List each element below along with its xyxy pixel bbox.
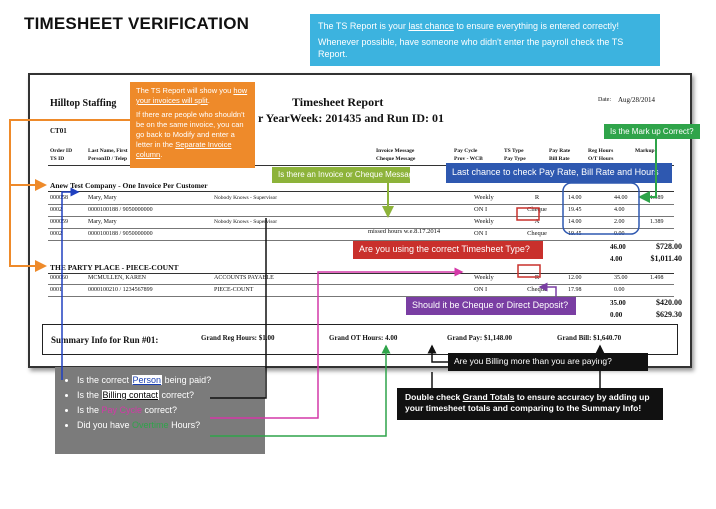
date-value: Aug/28/2014: [618, 96, 655, 104]
ts-type-highlight-1: [516, 207, 540, 221]
cheque-callout: Should it be Cheque or Direct Deposit?: [406, 297, 576, 315]
billing-more-callout: Are you Billing more than you are paying…: [448, 353, 648, 371]
summary-box: Summary Info for Run #01: Grand Reg Hour…: [42, 324, 678, 355]
report-code: CT01: [50, 127, 67, 135]
row-divider: [48, 228, 674, 229]
grand-reg-hours: Grand Reg Hours: $1.00: [201, 334, 275, 342]
row-divider: [48, 240, 674, 241]
grand-totals-callout: Double check Grand Totals to ensure accu…: [397, 388, 663, 420]
section-divider: [48, 273, 674, 274]
grand-pay: Grand Pay: $1,148.00: [447, 334, 512, 342]
section1-amount-totals: $728.00$1,011.40: [650, 242, 682, 263]
report-title: Timesheet Report: [292, 95, 384, 109]
row-divider: [48, 296, 674, 297]
checklist-item: Is the Pay Cycle correct?: [77, 405, 257, 415]
header-divider: [48, 165, 674, 166]
timesheet-type-callout: Are you using the correct Timesheet Type…: [353, 241, 543, 259]
callout-text: to ensure everything is entered correctl…: [453, 21, 619, 31]
orange-arrow-section1: [9, 119, 130, 191]
callout-text: to ensure accuracy by adding up your tim…: [405, 392, 650, 413]
date-label: Date:: [598, 97, 611, 103]
green-ot-arrow: [210, 344, 391, 437]
callout-text: Whenever possible, have someone who didn…: [318, 37, 624, 59]
callout-text: If there are people who shouldn't be on …: [136, 110, 245, 149]
report-subtitle: r YearWeek: 201435 and Run ID: 01: [258, 111, 445, 125]
pay-rate-callout: Last chance to check Pay Rate, Bill Rate…: [446, 163, 672, 183]
grand-ot-hours: Grand OT Hours: 4.00: [329, 334, 398, 342]
section-title: THE PARTY PLACE - PIECE-COUNT: [50, 263, 179, 272]
callout-text: The TS Report is your: [318, 21, 409, 31]
callout-emphasis: Separate Invoice column: [136, 140, 232, 159]
company-name: Hilltop Staffing: [50, 98, 117, 109]
summary-label: Summary Info for Run #01:: [51, 335, 159, 345]
row-message: missed hours w.e.8.17.2014: [368, 228, 441, 235]
row-divider: [48, 216, 674, 217]
black-billing-arrow: [427, 344, 448, 363]
checklist-item: Did you have Overtime Hours?: [77, 420, 257, 430]
grand-bill: Grand Bill: $1,640.70: [557, 334, 622, 342]
callout-emphasis: last chance: [408, 21, 454, 31]
checklist-item: Is the Billing contact correct?: [77, 390, 257, 400]
purple-cheque-arrow: [538, 282, 557, 297]
row-divider: [48, 284, 674, 285]
pink-cycle-arrow: [210, 267, 464, 419]
col-header-markup: Markup: [635, 148, 655, 154]
section-title: Anew Test Company - One Invoice Per Cust…: [50, 181, 208, 190]
callout-text: The TS Report will show you: [136, 86, 234, 95]
page-title: TIMESHEET VERIFICATION: [24, 14, 250, 33]
row-divider: [48, 204, 674, 205]
orange-arrow-section2: [9, 185, 47, 272]
callout-emphasis: how your invoices will split: [136, 86, 248, 105]
section-divider: [48, 191, 674, 192]
callout-text: .: [160, 150, 163, 159]
callout-text: Double check: [405, 392, 463, 402]
checklist-item: Is the correct Person being paid?: [77, 375, 257, 385]
callout-emphasis: Grand Totals: [462, 392, 515, 402]
last-chance-callout: The TS Report is your last chance to ens…: [310, 14, 660, 66]
row-markup: 1.498: [650, 275, 664, 281]
markup-callout: Is the Mark up Correct?: [604, 124, 700, 139]
black-contact-arrow: [210, 218, 267, 399]
callout-text: .: [207, 96, 210, 105]
green-markup-arrow: [638, 139, 657, 203]
invoice-split-callout: The TS Report will show you how your inv…: [130, 82, 255, 168]
blue-person-arrow: [61, 187, 80, 380]
section2-amount-totals: $420.00$629.30: [656, 298, 682, 319]
ts-type-highlight-2: [517, 264, 541, 278]
pay-rate-highlight: [562, 182, 640, 235]
checklist-box: Is the correct Person being paid? Is the…: [55, 367, 265, 454]
invoice-message-callout: Is there an Invoice or Cheque Message?: [272, 167, 422, 183]
